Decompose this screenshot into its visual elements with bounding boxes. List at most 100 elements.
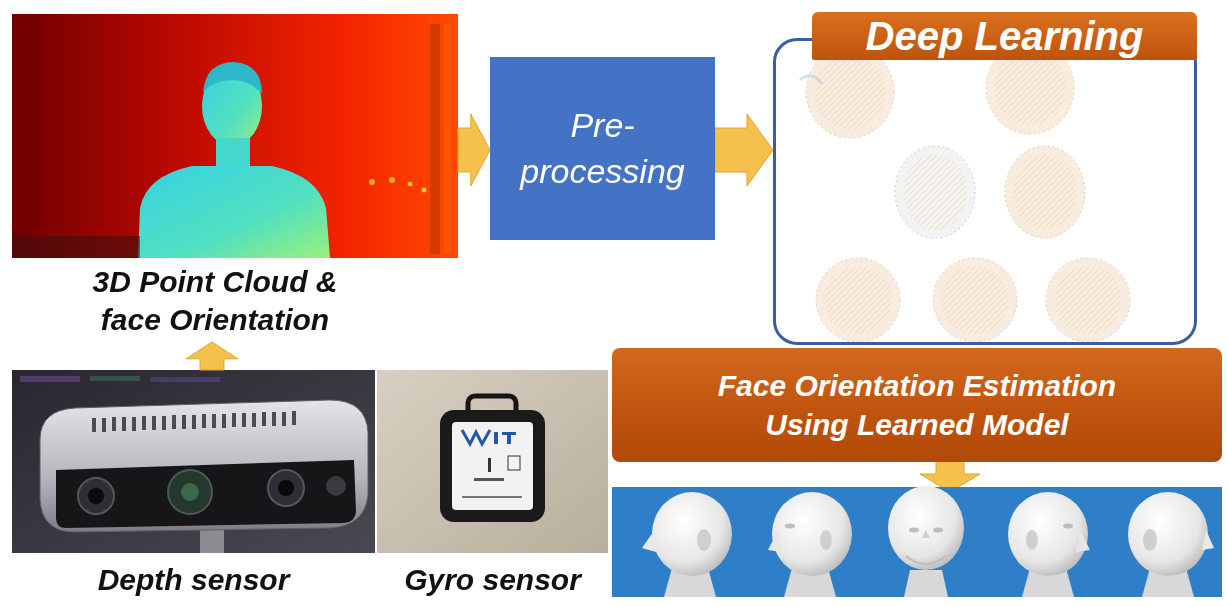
sensor-photo: Depth sensor	[12, 370, 375, 602]
head-renders-part	[888, 486, 964, 597]
depth-image-region: 3D Point Cloud & face Orientation	[12, 14, 458, 342]
depth-sensor-photo-part-part	[262, 412, 266, 426]
head-renders-part-part	[909, 528, 919, 533]
depth-sensor-photo-part-part	[212, 414, 216, 428]
point-cloud-samples-part	[816, 258, 900, 342]
point-cloud-samples-part	[1005, 146, 1085, 238]
depth-sensor-photo-part-part	[272, 412, 276, 426]
depth-sensor-photo-part-part	[232, 413, 236, 427]
head-renders-part	[642, 492, 732, 597]
process-box: Pre- processing	[490, 57, 715, 240]
head-renders-part-part	[1063, 524, 1073, 529]
depth-image-part	[12, 236, 140, 258]
panel-border	[773, 38, 1197, 345]
depth-sensor-photo-part	[150, 377, 220, 382]
point-cloud-samples-part	[824, 266, 892, 334]
model-panel: Deep Learning	[773, 12, 1197, 345]
point-cloud-samples-part	[903, 154, 967, 230]
depth-sensor-photo-part-part	[182, 415, 186, 429]
depth-sensor-photo-part-part	[222, 414, 226, 428]
head-renders-part-part	[1143, 529, 1157, 551]
depth-image-part	[203, 62, 262, 94]
caption-label: Depth sensor	[98, 562, 290, 598]
gyro-sensor-photo-part	[508, 456, 520, 470]
depth-sensor-photo-part	[200, 528, 224, 553]
depth-sensor-photo-part-part	[292, 411, 296, 425]
depth-sensor-photo-part-part	[122, 417, 126, 431]
depth-image-part	[408, 182, 413, 187]
gyro-sensor-photo	[377, 370, 608, 553]
depth-sensor-photo-part	[278, 480, 294, 496]
point-cloud-samples-part	[800, 76, 822, 84]
gyro-sensor-photo-part	[377, 370, 608, 553]
gyro-sensor-photo-part	[507, 432, 511, 444]
depth-sensor-photo-part	[88, 488, 104, 504]
head-renders-part-part	[1128, 492, 1208, 576]
head-renders-part	[768, 492, 852, 597]
head-renders-part-part	[922, 530, 930, 538]
block-arrow	[186, 342, 238, 370]
depth-image-part	[12, 14, 458, 258]
depth-sensor-photo-part-part	[162, 416, 166, 430]
head-renders	[612, 486, 1222, 597]
depth-image-part	[369, 179, 375, 185]
head-renders-part-part	[933, 528, 943, 533]
point-cloud-samples-part	[933, 258, 1017, 342]
head-renders-part-part	[785, 524, 795, 529]
depth-sensor-photo-part-part	[282, 412, 286, 426]
depth-image-part	[138, 166, 330, 258]
head-renders-part-part	[1076, 530, 1090, 552]
depth-image-part	[422, 188, 427, 193]
point-cloud-samples-part	[994, 50, 1066, 126]
point-cloud-samples-part	[1046, 258, 1130, 342]
box-label: Face Orientation Estimation Using Learne…	[692, 366, 1142, 444]
caption-label: 3D Point Cloud & face Orientation	[65, 263, 365, 338]
depth-image	[12, 14, 458, 258]
point-cloud-samples	[800, 42, 1130, 342]
gyro-sensor-photo-part	[474, 478, 504, 481]
head-renders-part-part	[1026, 530, 1038, 550]
head-renders-part-part	[768, 530, 782, 552]
depth-sensor-photo-part-part	[242, 413, 246, 427]
head-renders-part-part	[772, 492, 852, 576]
depth-sensor-photo-part-part	[132, 417, 136, 431]
depth-sensor-photo-part	[326, 476, 346, 496]
panel-header: Deep Learning	[812, 12, 1197, 60]
head-renders-part	[612, 487, 1222, 597]
head-renders-part-part	[1008, 492, 1088, 576]
gyro-sensor-photo-part	[462, 496, 522, 498]
depth-sensor-photo-part-part	[102, 418, 106, 432]
depth-sensor-photo-part-part	[172, 415, 176, 429]
point-cloud-samples-part	[1013, 154, 1077, 230]
depth-sensor-photo-part-part	[252, 413, 256, 427]
gyro-sensor-photo-part	[452, 422, 533, 510]
head-renders-part-part	[652, 492, 732, 576]
head-renders-part-part	[642, 528, 656, 552]
depth-sensor-photo-part-part	[142, 416, 146, 430]
panel-title: Deep Learning	[866, 12, 1144, 60]
depth-image-part	[444, 24, 450, 254]
gyro-sensor-photo-part	[494, 432, 498, 444]
depth-sensor-photo-part	[12, 370, 375, 553]
block-arrow	[715, 114, 773, 186]
depth-sensor-photo-part	[92, 411, 296, 432]
head-renders-part-part	[820, 530, 832, 550]
block-arrow	[458, 114, 490, 186]
head-renders-part-part	[1202, 530, 1214, 550]
head-renders-part-part	[906, 556, 946, 564]
head-renders-part-part	[904, 570, 948, 597]
depth-sensor-photo-part	[56, 460, 356, 528]
depth-image-part	[389, 177, 395, 183]
point-cloud-samples-part	[941, 266, 1009, 334]
depth-sensor-photo-part	[268, 470, 304, 506]
depth-sensor-photo	[12, 370, 375, 553]
depth-sensor-photo-part	[181, 483, 199, 501]
depth-sensor-photo-part	[90, 376, 140, 381]
depth-sensor-photo-part	[168, 470, 212, 514]
gyro-sensor-photo-part	[488, 458, 491, 472]
gyro-sensor-photo-part	[462, 430, 490, 444]
depth-sensor-photo-part-part	[192, 415, 196, 429]
gyro-sensor-photo-part	[440, 410, 545, 522]
depth-image-part	[430, 24, 440, 254]
